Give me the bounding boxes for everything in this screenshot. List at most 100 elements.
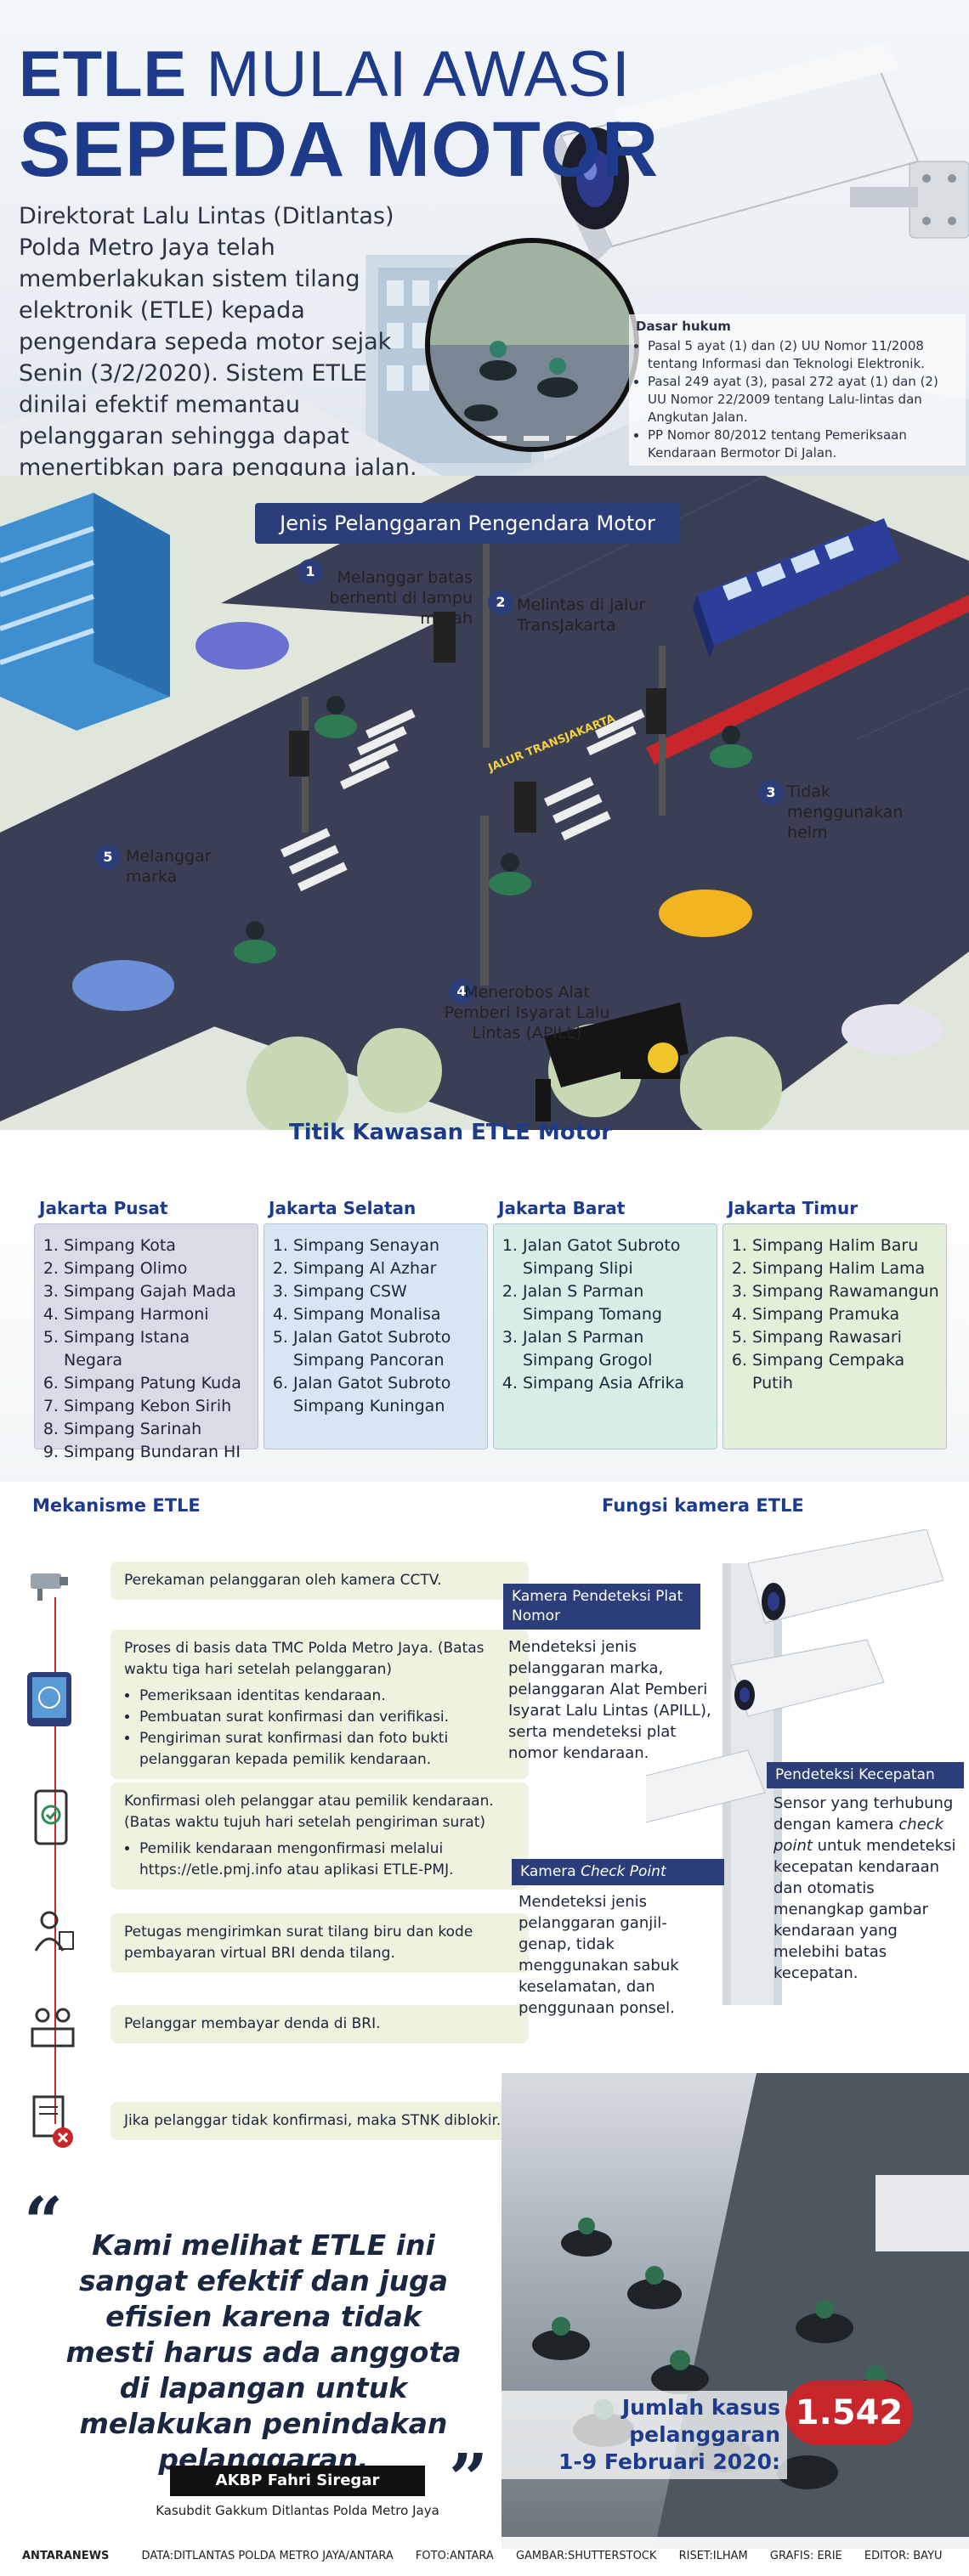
legal-basis-item: Pasal 5 ayat (1) dan (2) UU Nomor 11/200… bbox=[648, 337, 959, 373]
list-item: Simpang Rawasari bbox=[752, 1326, 939, 1349]
list-item: Simpang Monalisa bbox=[293, 1303, 480, 1326]
violation-count-label-line1: Jumlah kasus pelanggaran bbox=[621, 2395, 780, 2447]
violation-label-1: Melanggar batas berhenti di lampu merah bbox=[329, 568, 473, 628]
violation-label-4: Menerobos Alat Pemberi Isyarat Lalu Lint… bbox=[444, 983, 610, 1042]
list-item: Simpang Senayan bbox=[293, 1234, 480, 1257]
quote-open-icon: “ bbox=[24, 2182, 64, 2262]
violation-number-4: 4 bbox=[449, 979, 474, 1004]
list-item: Simpang Cempaka Putih bbox=[752, 1349, 939, 1395]
list-item: Simpang Kebon Sirih bbox=[64, 1395, 251, 1418]
step-processing-list: Pemeriksaan identitas kendaraan. Pembuat… bbox=[124, 1686, 515, 1771]
list-item: Jalan Gatot Subroto Simpang Kuningan bbox=[293, 1372, 480, 1418]
list-item: Simpang Harmoni bbox=[64, 1303, 251, 1326]
step-confirmation-main: Konfirmasi oleh pelanggar atau pemilik k… bbox=[124, 1793, 494, 1831]
legal-basis-list: Pasal 5 ayat (1) dan (2) UU Nomor 11/200… bbox=[636, 337, 959, 462]
legal-basis-item: Pasal 249 ayat (3), pasal 272 ayat (1) d… bbox=[648, 373, 959, 427]
camera-pole-illustration bbox=[646, 1529, 944, 2005]
bank-teller-icon bbox=[31, 2008, 75, 2048]
antara-logo: ANTARANEWS bbox=[22, 2550, 110, 2562]
speed-text-em: check point bbox=[774, 1816, 944, 1855]
intersection-illustration bbox=[0, 476, 969, 1130]
violation-label-2: Melintas di jalur TransJakarta bbox=[517, 596, 646, 635]
zone-list-pusat: Simpang Kota Simpang Olimo Simpang Gajah… bbox=[34, 1223, 258, 1461]
list-item: Simpang Gajah Mada bbox=[64, 1280, 251, 1303]
list-item: Simpang Patung Kuda bbox=[64, 1372, 251, 1395]
list-item: Simpang Halim Lama bbox=[752, 1257, 939, 1280]
header-section: ETLE MULAI AWASI SEPEDA MOTOR Direktorat… bbox=[0, 0, 969, 476]
police-officer-icon bbox=[34, 1911, 74, 1952]
list-item: Jalan Gatot Subroto Simpang Slipi bbox=[523, 1234, 710, 1280]
list-item: Simpang Istana Negara bbox=[64, 1326, 251, 1372]
step-processing-main: Proses di basis data TMC Polda Metro Jay… bbox=[124, 1640, 484, 1678]
flow-line bbox=[54, 1597, 56, 2124]
credit-grafis: GRAFIS: ERIE bbox=[769, 2550, 842, 2562]
camera-functions-title: Fungsi kamera ETLE bbox=[602, 1495, 804, 1516]
speed-detector-text: Sensor yang terhubung dengan kamera chec… bbox=[774, 1793, 960, 1984]
violation-count-label-line2: 1-9 Februari 2020: bbox=[558, 2449, 780, 2474]
speed-text-b: untuk mendeteksi kecepatan kendaraan dan… bbox=[774, 1837, 956, 1982]
checkpoint-title-a: Kamera bbox=[520, 1863, 581, 1880]
credit-gambar: GAMBAR:SHUTTERSTOCK bbox=[515, 2550, 657, 2562]
speaker-name: AKBP Fahri Siregar bbox=[170, 2466, 425, 2496]
checkpoint-camera-title: Kamera Check Point bbox=[512, 1859, 724, 1885]
intersection-scene: JALUR TRANSJAKARTA bbox=[0, 476, 969, 1130]
headline-line1: ETLE MULAI AWASI bbox=[19, 41, 631, 109]
legal-basis-box: Dasar hukum Pasal 5 ayat (1) dan (2) UU … bbox=[629, 314, 966, 466]
violation-count-label: Jumlah kasus pelanggaran 1-9 Februari 20… bbox=[502, 2391, 787, 2479]
list-item: Pemeriksaan identitas kendaraan. bbox=[139, 1686, 515, 1707]
legal-basis-item: PP Nomor 80/2012 tentang Pemeriksaan Ken… bbox=[648, 427, 959, 462]
credit-data: DATA:DITLANTAS POLDA METRO JAYA/ANTARA bbox=[141, 2550, 394, 2562]
quote-close-icon: ” bbox=[449, 2438, 489, 2518]
tablet-fingerprint-icon bbox=[27, 1672, 71, 1726]
cctv-icon bbox=[31, 1573, 68, 1601]
zone-items: Simpang Senayan Simpang Al Azhar Simpang… bbox=[264, 1224, 487, 1428]
zone-items: Simpang Kota Simpang Olimo Simpang Gajah… bbox=[35, 1224, 258, 1474]
zone-list-timur: Simpang Halim Baru Simpang Halim Lama Si… bbox=[722, 1223, 947, 1449]
list-item: Simpang Rawamangun bbox=[752, 1280, 939, 1303]
step-processing: Proses di basis data TMC Polda Metro Jay… bbox=[110, 1630, 529, 1779]
credit-editor: EDITOR: BAYU bbox=[864, 2550, 943, 2562]
headline-mulai-awasi: MULAI AWASI bbox=[206, 38, 631, 110]
checkpoint-camera-text: Mendeteksi jenis pelanggaran ganjil-gena… bbox=[518, 1893, 679, 2017]
zone-list-selatan: Simpang Senayan Simpang Al Azhar Simpang… bbox=[264, 1223, 488, 1449]
zone-name-pusat: Jakarta Pusat bbox=[39, 1198, 168, 1218]
list-item: Simpang Kota bbox=[64, 1234, 251, 1257]
zone-items: Simpang Halim Baru Simpang Halim Lama Si… bbox=[723, 1224, 946, 1405]
violation-types-title: Jenis Pelanggaran Pengendara Motor bbox=[255, 503, 680, 544]
credit-foto: FOTO:ANTARA bbox=[415, 2550, 494, 2562]
list-item: Pemilik kendaraan mengonfirmasi melalui … bbox=[139, 1839, 515, 1881]
checkpoint-title-em: Check Point bbox=[581, 1863, 666, 1880]
list-item: Simpang Sarinah bbox=[64, 1418, 251, 1441]
headline-etle: ETLE bbox=[19, 38, 188, 110]
step-send-ticket: Petugas mengirimkan surat tilang biru da… bbox=[110, 1913, 529, 1973]
list-item: Pengiriman surat konfirmasi dan foto buk… bbox=[139, 1728, 515, 1771]
list-item: Simpang CSW bbox=[293, 1280, 480, 1303]
speaker-role: Kasubdit Gakkum Ditlantas Polda Metro Ja… bbox=[156, 2503, 439, 2518]
mechanism-title: Mekanisme ETLE bbox=[32, 1495, 201, 1516]
speed-text-a: Sensor yang terhubung dengan kamera bbox=[774, 1794, 954, 1833]
list-item: Simpang Halim Baru bbox=[752, 1234, 939, 1257]
motorcycle-riders-icon bbox=[430, 243, 634, 447]
blocked-document-icon bbox=[32, 2095, 73, 2148]
list-item: Simpang Asia Afrika bbox=[523, 1372, 710, 1395]
quote-box bbox=[24, 2207, 474, 2488]
zone-list-barat: Jalan Gatot Subroto Simpang Slipi Jalan … bbox=[493, 1223, 717, 1449]
list-item: Jalan S Parman Simpang Tomang bbox=[523, 1280, 710, 1326]
zoom-lens-photo bbox=[425, 238, 639, 452]
violation-label-3: Tidak menggunakan helm bbox=[787, 782, 904, 842]
list-item: Jalan Gatot Subroto Simpang Pancoran bbox=[293, 1326, 480, 1372]
list-item: Pembuatan surat konfirmasi dan verifikas… bbox=[139, 1707, 515, 1728]
headline-line2: SEPEDA MOTOR bbox=[19, 106, 660, 193]
step-confirmation-list: Pemilik kendaraan mengonfirmasi melalui … bbox=[124, 1839, 515, 1881]
violation-number-5: 5 bbox=[95, 845, 121, 870]
list-item: Jalan S Parman Simpang Grogol bbox=[523, 1326, 710, 1372]
zone-name-selatan: Jakarta Selatan bbox=[269, 1198, 416, 1218]
violation-number-2: 2 bbox=[488, 590, 513, 615]
step-confirmation: Konfirmasi oleh pelanggar atau pemilik k… bbox=[110, 1782, 529, 1890]
violation-label-5: Melanggar marka bbox=[126, 847, 212, 886]
step-stnk-blocked: Jika pelanggar tidak konfirmasi, maka ST… bbox=[110, 2102, 529, 2140]
cctv-camera-illustration bbox=[544, 42, 969, 263]
list-item: Simpang Olimo bbox=[64, 1257, 251, 1280]
step-recording: Perekaman pelanggaran oleh kamera CCTV. bbox=[110, 1562, 529, 1600]
speed-detector-title: Pendeteksi Kecepatan bbox=[767, 1762, 964, 1788]
